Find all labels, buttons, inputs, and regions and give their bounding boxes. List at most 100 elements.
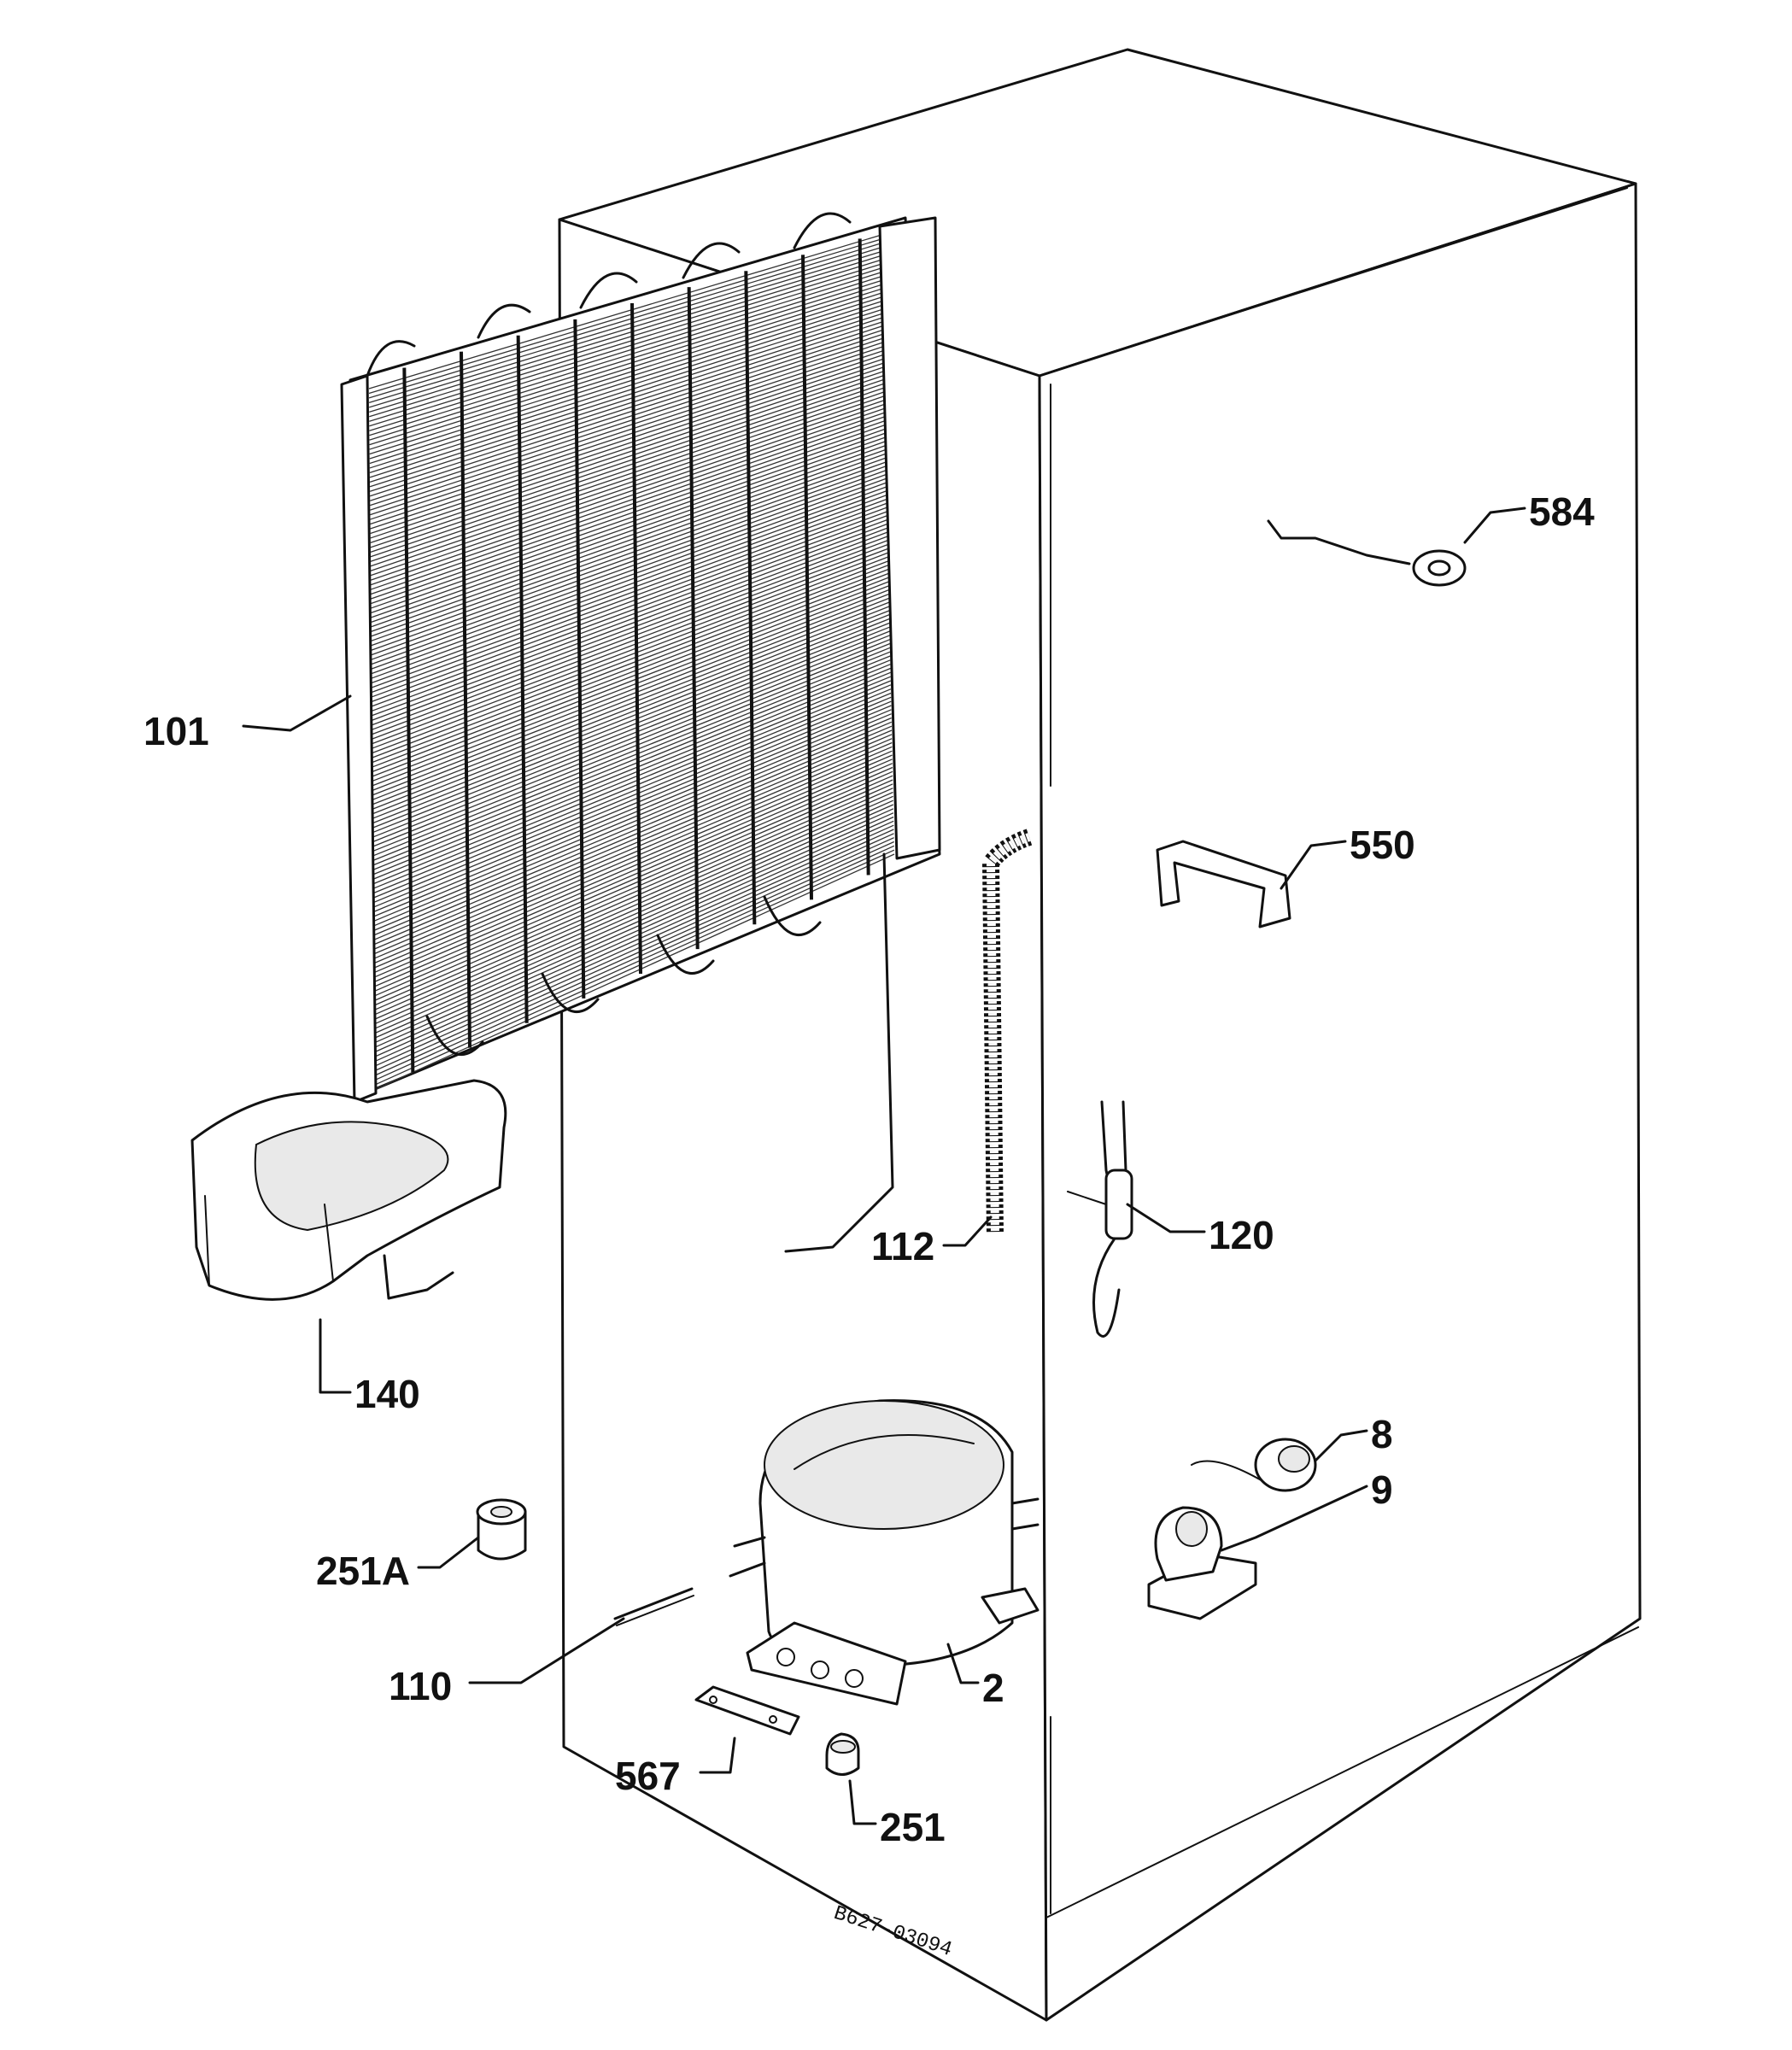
condenser-fin [372, 548, 888, 745]
callout-101: 101 [143, 709, 209, 753]
condenser-fin [370, 370, 885, 544]
condenser-fin [374, 783, 893, 1010]
condenser-fin [371, 477, 887, 665]
condenser-fin [372, 593, 889, 796]
condenser-fin [372, 552, 888, 749]
condenser-fin [370, 403, 886, 581]
condenser-fin [372, 518, 888, 712]
condenser-fin [375, 816, 894, 1048]
condenser-fin [371, 416, 886, 595]
condenser-fin [372, 577, 889, 777]
condenser-fin [373, 667, 891, 880]
condenser-fin [374, 754, 893, 978]
condenser-fin [371, 407, 886, 586]
condenser-tube [858, 238, 870, 876]
condenser-fin [372, 585, 889, 787]
condenser-fin [372, 531, 888, 726]
condenser-fin [370, 333, 884, 501]
condenser-fin [373, 671, 891, 885]
condenser-tube [516, 335, 529, 1023]
condenser-fin [374, 770, 893, 997]
condenser-fin [369, 300, 883, 465]
condenser-fin [374, 750, 893, 973]
condenser-fin [370, 337, 884, 507]
condenser-fin [372, 523, 888, 717]
condenser-fin [369, 267, 882, 427]
condenser-fin [372, 626, 890, 833]
condenser-fin [372, 601, 890, 805]
condenser-fin [372, 515, 888, 707]
condenser-fin [371, 441, 887, 623]
condenser-fin [371, 436, 887, 618]
condenser-fin [369, 292, 883, 455]
condenser-fin [374, 788, 893, 1016]
condenser-fin [369, 304, 883, 469]
foot-251 [825, 1732, 860, 1776]
callout-labels: 584 101 550 112 120 140 8 9 251A 110 2 5… [143, 489, 1595, 1849]
plate-567 [694, 1685, 800, 1736]
thermostat-element [1067, 1100, 1133, 1338]
condenser-fin [375, 820, 894, 1052]
condenser-fin [369, 255, 882, 413]
condenser-fin [373, 717, 892, 936]
condenser-fin [373, 700, 892, 917]
compressor [729, 1399, 1039, 1706]
condenser-fin [369, 275, 883, 436]
condenser-fin [373, 692, 892, 908]
condenser-fin [372, 527, 888, 721]
condenser-fin [370, 358, 885, 530]
condenser-tube [573, 319, 586, 999]
condenser-tube [460, 351, 471, 1048]
condenser-fin [369, 325, 884, 492]
callout-550: 550 [1350, 823, 1415, 867]
condenser-fin [375, 804, 894, 1034]
condenser-fin [370, 383, 885, 558]
condenser-fin [372, 490, 887, 679]
condenser-fin [373, 680, 892, 894]
condenser-fin [371, 453, 887, 637]
condenser-fin [374, 721, 893, 940]
condenser-fin [371, 444, 887, 628]
condenser-fin [368, 243, 882, 399]
start-relay [1191, 1438, 1317, 1492]
condenser-fin [373, 684, 892, 899]
condenser-fin [371, 482, 887, 670]
condenser-fin [370, 399, 886, 577]
condenser-fin [372, 597, 890, 800]
condenser-fin [375, 829, 894, 1062]
condenser-fin [371, 448, 887, 632]
condenser-fin [372, 536, 888, 730]
condenser-fin [373, 713, 892, 931]
condenser-fin [370, 378, 885, 553]
condenser-fin [374, 766, 893, 992]
condenser-fin [371, 428, 886, 609]
condenser-fin [375, 824, 894, 1057]
condenser-fin [372, 606, 890, 810]
drip-tray [190, 1079, 507, 1301]
condenser-fin [375, 833, 894, 1067]
condenser-fin [370, 354, 885, 525]
condenser-fin [370, 395, 886, 571]
condenser-fin [372, 610, 890, 815]
condenser-fin [368, 238, 882, 395]
condenser [340, 212, 941, 1253]
door-sensor [1267, 519, 1467, 587]
condenser-fin [370, 345, 884, 516]
condenser-fin [369, 271, 883, 431]
condenser-fin [373, 659, 891, 870]
condenser-fin [369, 296, 883, 460]
condenser-fin [373, 655, 891, 866]
condenser-fin [372, 556, 889, 754]
condenser-fin [372, 565, 889, 763]
condenser-fin [372, 622, 890, 829]
condenser-fin [372, 498, 887, 688]
condenser-fin [372, 486, 887, 675]
condenser-fin [369, 308, 883, 474]
condenser-fin [375, 840, 894, 1076]
condenser-tube [744, 271, 757, 925]
callout-110: 110 [389, 1664, 452, 1708]
bracket [1156, 840, 1291, 928]
condenser-fin [368, 246, 882, 404]
callout-9: 9 [1371, 1467, 1393, 1512]
